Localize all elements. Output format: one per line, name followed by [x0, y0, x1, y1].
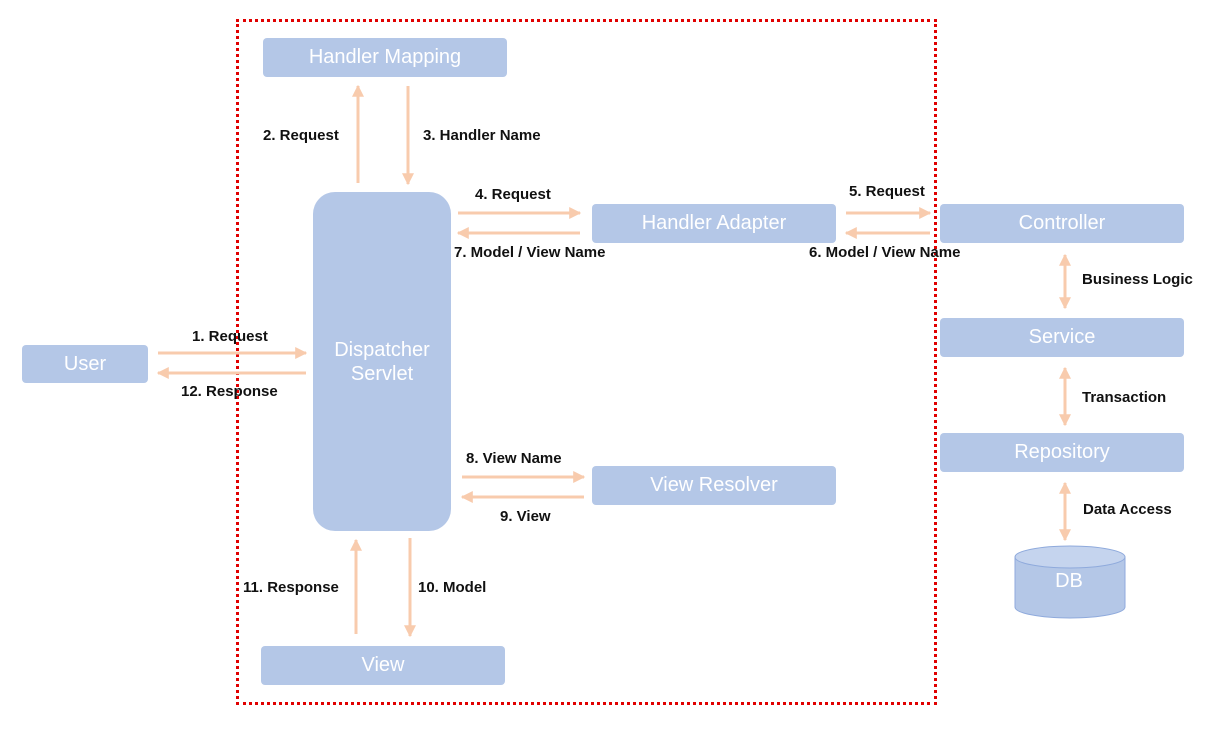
handler-adapter-node: Handler Adapter: [592, 204, 836, 243]
view-node: View: [261, 646, 505, 685]
label-business-logic: Business Logic: [1082, 271, 1193, 288]
view-resolver-node: View Resolver: [592, 466, 836, 505]
dispatcher-servlet-node: Dispatcher Servlet: [313, 192, 451, 531]
servlet-label: Servlet: [350, 362, 414, 385]
user-node: User: [22, 345, 148, 383]
spring-container-boundary: [236, 19, 937, 705]
service-node: Service: [940, 318, 1184, 357]
label-7-model-view-name: 7. Model / View Name: [454, 244, 606, 261]
db-label: DB: [1055, 570, 1083, 592]
label-10-model: 10. Model: [418, 579, 487, 596]
label-4-request: 4. Request: [475, 186, 551, 203]
label-1-request: 1. Request: [192, 328, 268, 345]
label-2-request: 2. Request: [263, 127, 339, 144]
db-cylinder-icon: [1014, 545, 1126, 619]
controller-node: Controller: [940, 204, 1184, 243]
label-3-handler-name: 3. Handler Name: [423, 127, 541, 144]
label-9-view: 9. View: [500, 508, 551, 525]
repository-node: Repository: [940, 433, 1184, 472]
label-11-response: 11. Response: [243, 579, 339, 596]
label-5-request: 5. Request: [849, 183, 925, 200]
label-data-access: Data Access: [1083, 501, 1172, 518]
label-8-view-name: 8. View Name: [466, 450, 562, 467]
handler-mapping-node: Handler Mapping: [263, 38, 507, 77]
dispatcher-label: Dispatcher: [334, 338, 430, 361]
label-12-response: 12. Response: [181, 383, 278, 400]
label-transaction: Transaction: [1082, 389, 1167, 406]
label-6-model-view-name: 6. Model / View Name: [809, 244, 961, 261]
